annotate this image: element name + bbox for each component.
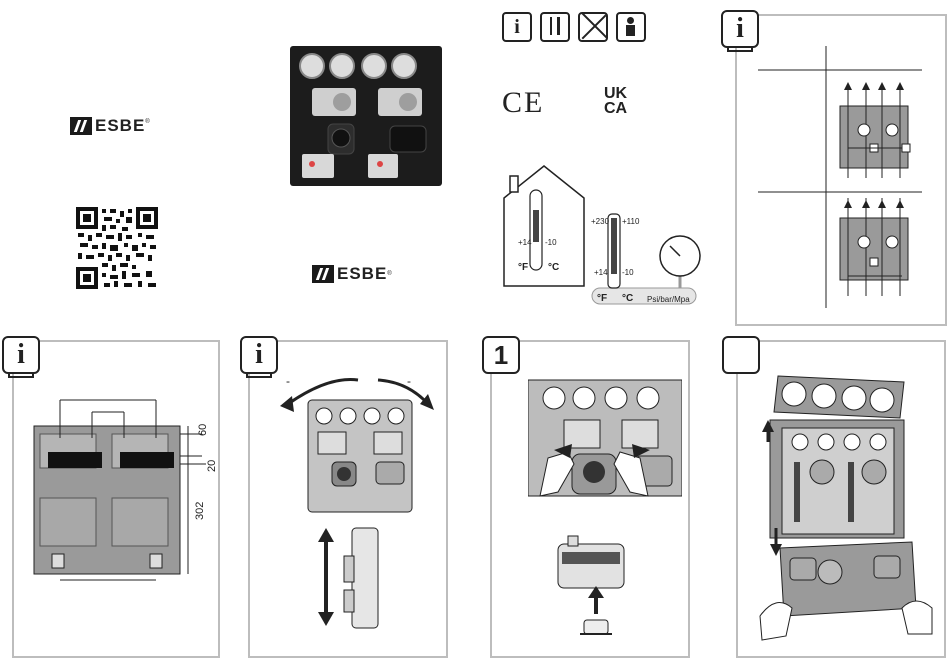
brand-registered: ® — [145, 119, 149, 125]
step1-drawing — [528, 376, 682, 646]
product-photo — [290, 46, 442, 186]
brand-registered: ® — [387, 271, 391, 277]
step-badge-empty — [722, 336, 760, 374]
info-badge: i — [2, 336, 40, 374]
flow-schematic — [752, 46, 924, 308]
rotation-drawing — [278, 376, 438, 634]
indoor-c-value: -10 — [545, 238, 557, 247]
insulation-drawing — [756, 372, 938, 648]
step-number-1: 1 — [482, 336, 520, 374]
dimension-60: 60 — [197, 424, 209, 436]
pipe-c-low: -10 — [622, 268, 634, 277]
rotation-mark-left: - — [286, 374, 290, 388]
info-badge: i — [721, 10, 759, 48]
dimension-drawing — [30, 398, 216, 588]
brand-logo-center: ESBE ® — [312, 264, 392, 284]
indoor-f-value: +14 — [518, 238, 532, 247]
brand-name: ESBE — [95, 116, 145, 136]
esbe-mark-icon — [70, 117, 92, 135]
indoor-unit-f: °F — [518, 262, 528, 273]
indoor-unit-c: °C — [548, 262, 559, 273]
tools-icon — [540, 12, 570, 42]
pipe-f-low: +14 — [594, 268, 608, 277]
pipe-f-high: +230 — [591, 217, 609, 226]
brand-logo-left: ESBE ® — [70, 116, 150, 136]
qr-code[interactable] — [76, 207, 158, 289]
ce-mark: CE — [502, 86, 544, 120]
pipe-unit-f: °F — [597, 293, 607, 304]
esbe-mark-icon — [312, 265, 334, 283]
dimension-302: 302 — [194, 502, 206, 520]
installer-icon — [616, 12, 646, 42]
info-badge: i — [240, 336, 278, 374]
no-waste-icon — [578, 12, 608, 42]
pipe-unit-c: °C — [622, 293, 633, 304]
pipe-c-high: +110 — [622, 217, 639, 226]
indoor-temp-range — [498, 160, 590, 288]
brand-name: ESBE — [337, 264, 387, 284]
dimension-20: 20 — [206, 460, 218, 472]
symbol-row: i — [502, 12, 646, 42]
info-icon: i — [502, 12, 532, 42]
ukca-mark: UK CA — [604, 86, 627, 116]
rotation-mark-right: - — [407, 374, 411, 388]
pressure-unit: Psi/bar/Mpa — [647, 295, 690, 304]
